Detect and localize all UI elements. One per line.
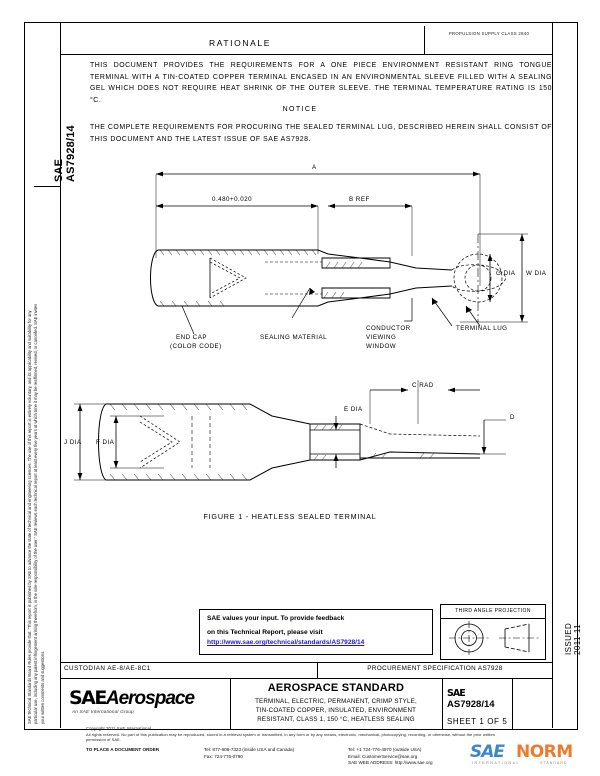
sae-web-address: SAE WEB ADDRESS: http://www.sae.org: [348, 760, 548, 767]
terminal-drawing-svg: [74, 171, 528, 481]
doc-class-box: PROPULSION SUPPLY CLASS 2840: [424, 26, 553, 55]
sae-logo-tagline: An SAE International Group: [72, 709, 134, 714]
dim-label-a: A: [312, 164, 317, 171]
rights-line: All rights reserved. No part of this pub…: [86, 731, 496, 742]
callout-terminal-lug: TERMINAL LUG: [456, 325, 508, 332]
sae-disclaimer-text: SAE Technical Standards Board Rules prov…: [27, 303, 45, 724]
aerospace-standard-title: AEROSPACE STANDARD: [267, 682, 405, 694]
callout-sealing-material: SEALING MATERIAL: [260, 334, 328, 341]
doc-class-text: PROPULSION SUPPLY CLASS 2840: [448, 31, 530, 36]
callout-window-line2: VIEWING: [366, 334, 397, 341]
standard-subtitle-line1: TERMINAL, ELECTRIC, PERMANENT, CRIMP STY…: [255, 698, 417, 705]
vertical-document-id: SAE AS7928/14: [34, 60, 77, 187]
document-number: SAE AS7928/14: [442, 678, 512, 710]
title-block-spare-cell: [512, 678, 552, 729]
notice-paragraph: THE COMPLETE REQUIREMENTS FOR PROCURING …: [90, 124, 552, 143]
sae-web-address-url: http://www.sae.org: [394, 760, 433, 765]
watermark-sub-left: INTERNATIONAL: [472, 761, 520, 765]
order-contact-usa: Tel: 877-606-7323 (inside USA and Canada…: [204, 747, 344, 760]
order-fax: Fax: 724-776-0790: [204, 753, 243, 759]
copyright-line: Copyright 2011 SAE International: [86, 726, 152, 731]
sae-web-address-label: SAE WEB ADDRESS:: [348, 760, 394, 765]
dim-label-d: D: [510, 414, 515, 421]
standard-subtitle: TERMINAL, ELECTRIC, PERMANENT, CRIMP STY…: [230, 694, 442, 724]
sae-aerospace-logo: SAEAerospace An SAE International Group: [60, 678, 231, 729]
feedback-link[interactable]: http://www.sae.org/technical/standards/A…: [207, 639, 365, 646]
figure-1-drawing: A 0.480+0.020 B REF G DIA W DIA END CAP …: [60, 158, 552, 548]
title-block-row-main: SAEAerospace An SAE International Group …: [60, 678, 552, 729]
sae-norm-watermark: SAE NORM INTERNATIONAL STANDARD: [470, 742, 594, 772]
title-block-row-custodian: CUSTODIAN AE-8/AE-8C1 PROCUREMENT SPECIF…: [60, 663, 552, 679]
dim-label-g-dia: G DIA: [496, 270, 516, 277]
dim-label-j-dia: J DIA: [64, 439, 82, 446]
feedback-box: SAE values your input. To provide feedba…: [199, 609, 433, 655]
dim-label-e-dia: E DIA: [344, 406, 363, 413]
callout-window-line3: WINDOW: [366, 343, 397, 350]
callout-end-cap-line2: (COLOR CODE): [170, 343, 222, 350]
custodian-label: CUSTODIAN AE-8/AE-8C1: [64, 665, 151, 672]
order-tel-intl: Tel: +1 724-776-4970 (outside USA): [348, 747, 422, 752]
callout-window-line1: CONDUCTOR: [366, 325, 411, 332]
procurement-spec-label: PROCUREMENT SPECIFICATION AS7928: [367, 665, 503, 672]
standard-subtitle-line3: RESISTANT, CLASS 1, 150 °C, HEATLESS SEA…: [257, 716, 415, 723]
document-number-text: AS7928/14: [447, 699, 495, 710]
dim-label-b-ref: B REF: [349, 196, 370, 203]
title-block: CUSTODIAN AE-8/AE-8C1 PROCUREMENT SPECIF…: [60, 662, 552, 729]
watermark-norm-text: NORM: [516, 742, 573, 762]
dim-label-cap-length: 0.480+0.020: [212, 196, 253, 203]
title-block-divider: [317, 663, 318, 678]
sae-logo-text: SAEAerospace: [60, 678, 230, 710]
dim-label-w-dia: W DIA: [526, 270, 547, 277]
dim-label-f-dia: F DIA: [96, 439, 115, 446]
third-angle-projection-box: THIRD ANGLE PROJECTION: [440, 604, 546, 660]
drawing-frame: [24, 22, 578, 730]
sae-logo-mark: SAE: [69, 687, 107, 709]
watermark-sae-text: SAE: [470, 742, 505, 762]
order-tel-usa: Tel: 877-606-7323 (inside USA and Canada…: [204, 747, 295, 752]
order-email: Email: CustomerService@sae.org: [348, 753, 418, 759]
third-angle-projection-title: THIRD ANGLE PROJECTION: [441, 605, 545, 619]
document-number-cell: SAE AS7928/14 SHEET 1 OF 5: [442, 678, 513, 729]
sheet-number: SHEET 1 OF 5: [447, 717, 508, 726]
sae-disclaimer-block: SAE Technical Standards Board Rules prov…: [27, 300, 57, 725]
standard-subtitle-line2: TIN-COATED COPPER, INSULATED, ENVIRONMEN…: [255, 707, 417, 714]
order-label: TO PLACE A DOCUMENT ORDER: [86, 747, 160, 752]
feedback-line-1: SAE values your input. To provide feedba…: [207, 615, 345, 622]
notice-heading: NOTICE: [282, 106, 318, 113]
figure-1-caption: FIGURE 1 - HEATLESS SEALED TERMINAL: [203, 512, 377, 521]
drawing-frame-right-rule: [552, 22, 577, 728]
drawing-frame-inner-rule: [60, 22, 577, 728]
footer-legal: Copyright 2011 SAE International All rig…: [86, 726, 506, 742]
issued-date-text: ISSUED 2011-11: [564, 622, 582, 655]
callout-end-cap-line1: END CAP: [176, 334, 208, 341]
header-divider: [60, 54, 424, 55]
sae-logo-word: Aerospace: [105, 688, 195, 709]
dim-label-c-rad: C RAD: [412, 382, 434, 389]
rationale-paragraph: THIS DOCUMENT PROVIDES THE REQUIREMENTS …: [90, 62, 552, 104]
sae-mark-small: SAE: [447, 688, 466, 699]
order-contact-intl: Tel: +1 724-776-4970 (outside USA) Email…: [348, 747, 518, 760]
rationale-heading: RATIONALE: [209, 38, 271, 48]
standard-title-cell: AEROSPACE STANDARD TERMINAL, ELECTRIC, P…: [230, 678, 443, 729]
watermark-sub-right: STANDARD: [540, 761, 568, 765]
feedback-line-2: on this Technical Report, please visit: [207, 629, 323, 636]
third-angle-projection-symbol-icon: [449, 621, 539, 655]
